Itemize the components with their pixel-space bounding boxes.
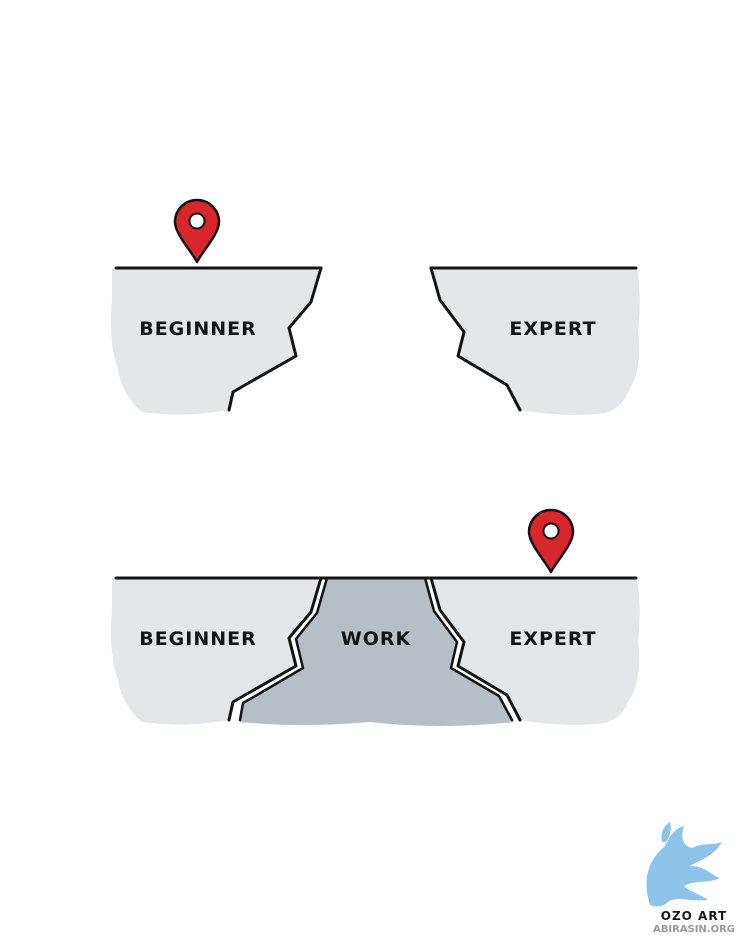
watermark-brand: OZO ART (661, 909, 727, 923)
bottom-outlines (114, 576, 638, 722)
bottom-bridge-right-edge (423, 576, 514, 722)
work-bridge: WORK (240, 578, 514, 726)
bird-logo-icon (646, 822, 722, 907)
top-location-pin-icon (173, 198, 221, 264)
bottom-beginner-cliff-body (110, 578, 320, 725)
work-bridge-body (240, 578, 514, 726)
top-beginner-cliff-body (110, 268, 320, 415)
bottom-bridge-left-edge (238, 576, 329, 722)
bottom-expert-cliff: EXPERT (431, 578, 640, 725)
bottom-expert-cliff-body (431, 578, 640, 725)
bottom-scene: BEGINNER EXPERT WORK (110, 508, 640, 726)
top-expert-cliff-crack (429, 266, 522, 412)
bottom-expert-label: EXPERT (509, 628, 596, 650)
top-expert-cliff: EXPERT (429, 266, 640, 415)
bottom-beginner-crack (227, 576, 323, 722)
bottom-location-pin-icon (527, 508, 575, 574)
top-expert-label: EXPERT (509, 318, 596, 340)
top-scene: BEGINNER EXPERT (110, 198, 640, 415)
top-beginner-cliff: BEGINNER (110, 266, 323, 415)
top-beginner-label: BEGINNER (139, 318, 257, 340)
bottom-expert-crack (429, 576, 522, 722)
watermark: OZO ART ABIRASIN.ORG (646, 822, 735, 935)
bottom-beginner-cliff: BEGINNER (110, 578, 320, 725)
work-bridge-label: WORK (341, 628, 412, 650)
top-expert-cliff-body (431, 268, 640, 415)
bottom-beginner-label: BEGINNER (139, 628, 257, 650)
watermark-site: ABIRASIN.ORG (653, 924, 735, 935)
top-beginner-cliff-crack (227, 266, 323, 412)
